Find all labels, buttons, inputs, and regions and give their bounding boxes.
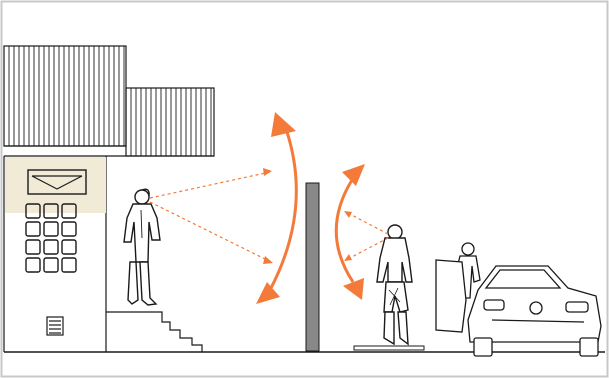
curved-arrow-right [336,180,353,282]
person-on-stairs [124,189,160,305]
person-visitor [354,225,424,350]
vent-grille [47,317,63,335]
stairs [106,312,202,352]
dashed-ray-down [150,202,271,262]
dashed-ray-visitor-up [346,212,388,234]
roof-slats [9,46,211,156]
dashed-ray-up [150,172,270,198]
roof-left [4,46,126,146]
curved-arrow-left [270,132,296,290]
keypad [26,204,76,272]
wall-post [306,183,319,351]
car-with-driver [436,243,601,356]
